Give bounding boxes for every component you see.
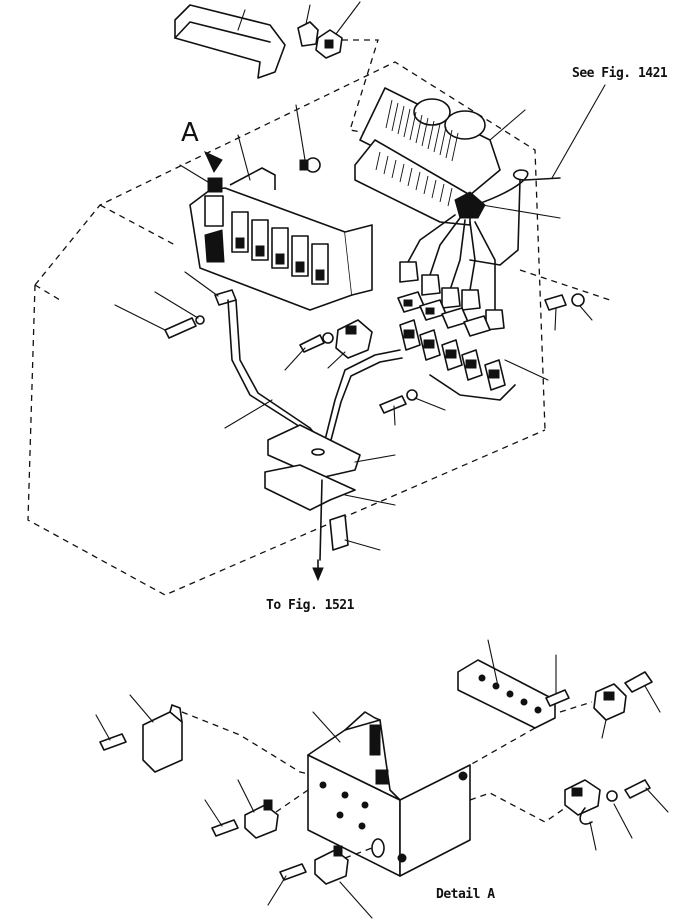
harness-lower xyxy=(224,299,403,446)
detail-terminal-strip xyxy=(457,639,556,766)
mounting-box-outline xyxy=(27,61,546,596)
small-clips xyxy=(297,1,379,136)
reference-label-bottom: To Fig. 1521 xyxy=(266,598,354,613)
center-relay xyxy=(284,319,373,371)
wire-down xyxy=(312,479,381,582)
callout-label-a: A xyxy=(181,118,199,148)
detail-bracket-box xyxy=(307,711,471,877)
bolts-left xyxy=(114,271,237,339)
bolts-right xyxy=(519,269,611,331)
harness-upper xyxy=(469,84,606,266)
detail-cylinder-relay xyxy=(95,694,327,779)
gauge-cluster xyxy=(354,87,561,226)
cover-plate xyxy=(174,4,286,79)
relay-block xyxy=(179,134,373,311)
connector-cluster xyxy=(397,214,549,401)
bracket-plates xyxy=(264,424,396,511)
detail-relays-left xyxy=(204,779,373,919)
bolt-top xyxy=(295,104,321,173)
bolts-lower xyxy=(379,389,446,426)
reference-label-top: See Fig. 1421 xyxy=(572,66,668,81)
detail-relays-right xyxy=(469,654,669,851)
detail-label: Detail A xyxy=(436,887,495,902)
